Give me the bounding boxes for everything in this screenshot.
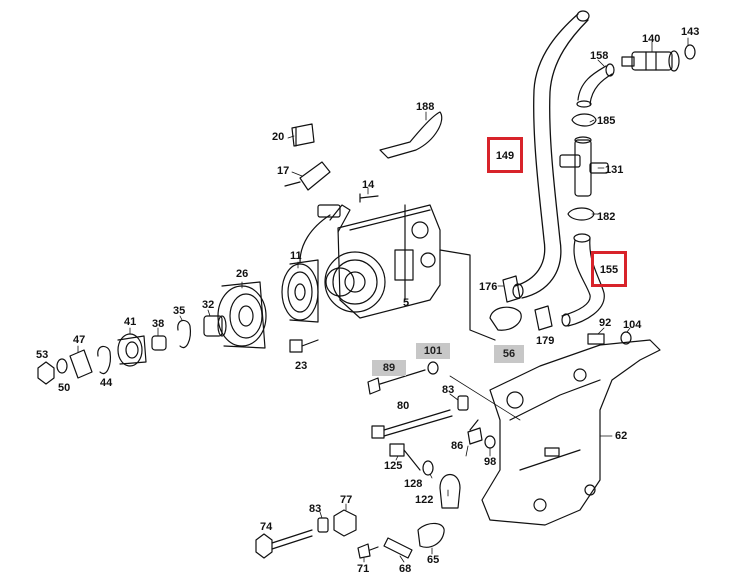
part-label-122: 122: [415, 494, 434, 506]
shaded-part-101-label: 101: [423, 345, 443, 357]
part-label-158: 158: [590, 50, 609, 62]
part-label-77: 77: [340, 494, 353, 506]
part-label-35: 35: [173, 305, 186, 317]
washer-98-shape: [484, 435, 496, 449]
cable-tie-188-shape: [379, 111, 443, 159]
part-label-80: 80: [397, 400, 410, 412]
part-label-98: 98: [484, 456, 497, 468]
part-label-44: 44: [100, 377, 113, 389]
bolt-125-shape: [389, 443, 421, 471]
part-label-140: 140: [642, 33, 661, 45]
part-label-68: 68: [399, 563, 412, 575]
part-label-32: 32: [202, 299, 215, 311]
bolt-86-shape: [467, 419, 483, 445]
part-label-38: 38: [152, 318, 165, 330]
part-label-131: 131: [605, 164, 624, 176]
pulley-11-shape: [281, 259, 319, 323]
part-label-14: 14: [362, 179, 375, 191]
washer-104-shape: [620, 331, 632, 345]
leader-lines: [77, 37, 689, 563]
part-label-20: 20: [272, 131, 285, 143]
bracket-56-shape: [489, 306, 522, 331]
tee-131-shape: [559, 136, 609, 197]
bracket-65-shape: [417, 522, 445, 548]
washer-101-shape: [427, 361, 439, 375]
part-label-74: 74: [260, 521, 273, 533]
bracket-62-shape: [481, 339, 661, 526]
highlighted-part-149[interactable]: 149: [487, 137, 523, 173]
part-label-104: 104: [623, 319, 642, 331]
connector-14-shape: [317, 204, 341, 218]
bolt-80-shape: [371, 409, 453, 439]
part-label-176: 176: [479, 281, 498, 293]
highlighted-part-155[interactable]: 155: [591, 251, 627, 287]
bracket-20-shape: [291, 123, 315, 147]
part-label-83-upper: 83: [442, 384, 455, 396]
part-label-83-lower: 83: [309, 503, 322, 515]
highlighted-part-155-label: 155: [599, 264, 619, 276]
part-label-26: 26: [236, 268, 249, 280]
connector-17-shape: [284, 161, 331, 191]
part-label-5: 5: [403, 297, 410, 309]
bolt-23-shape: [289, 339, 319, 353]
wire-11-shape: [299, 214, 331, 263]
part-label-41: 41: [124, 316, 137, 328]
bolt-92-shape: [587, 333, 605, 345]
part-label-65: 65: [427, 554, 440, 566]
part-label-50: 50: [58, 382, 71, 394]
part-label-128: 128: [404, 478, 423, 490]
washer-128-shape: [422, 460, 434, 476]
clamp-122-shape: [439, 473, 461, 509]
bushing-32-shape: [203, 315, 227, 337]
part-label-143: 143: [681, 26, 700, 38]
part-label-188: 188: [416, 101, 435, 113]
part-label-71: 71: [357, 563, 370, 575]
part-label-53: 53: [36, 349, 49, 361]
clamp-182-shape: [567, 207, 595, 221]
shaded-part-89-label: 89: [382, 362, 396, 374]
spacer-83-shape: [457, 395, 469, 411]
screw-71-shape: [357, 543, 379, 559]
shaded-part-56: 56: [494, 345, 524, 363]
shaded-part-56-label: 56: [502, 348, 516, 360]
part-label-125: 125: [384, 460, 403, 472]
washer-50-shape: [56, 358, 68, 374]
bolt-74-shape: [255, 529, 313, 559]
shaded-part-101: 101: [416, 343, 450, 359]
bracket-47-shape: [69, 349, 93, 379]
part-label-86: 86: [451, 440, 464, 452]
part-label-92: 92: [599, 317, 612, 329]
hub-41-shape: [117, 333, 147, 367]
part-label-17: 17: [277, 165, 290, 177]
part-label-47: 47: [73, 334, 86, 346]
valve-140-shape: [621, 50, 680, 72]
spacer-83b-shape: [317, 517, 329, 533]
hose-158-shape: [576, 63, 615, 108]
part-label-23: 23: [295, 360, 308, 372]
strip-68-shape: [383, 537, 413, 559]
clip-176-shape: [502, 275, 521, 303]
bush-38-shape: [151, 335, 167, 351]
compressor-5-shape: [324, 204, 496, 341]
part-label-185: 185: [597, 115, 616, 127]
ring-44-shape: [97, 345, 111, 375]
part-label-11: 11: [290, 250, 302, 262]
shaded-part-89: 89: [372, 360, 406, 376]
ring-143-shape: [684, 44, 696, 60]
highlighted-part-149-label: 149: [495, 150, 515, 162]
nut-53-shape: [37, 361, 55, 385]
part-label-182: 182: [597, 211, 616, 223]
snap-ring-35-shape: [177, 319, 191, 349]
nut-77-shape: [333, 509, 357, 537]
clamp-185-shape: [571, 113, 597, 127]
part-label-179: 179: [536, 335, 555, 347]
clip-179-shape: [534, 305, 553, 331]
pulley-26-shape: [217, 281, 267, 349]
bolt-89-shape: [367, 369, 426, 395]
part-label-62: 62: [615, 430, 628, 442]
bolt-14-shape: [359, 193, 379, 203]
